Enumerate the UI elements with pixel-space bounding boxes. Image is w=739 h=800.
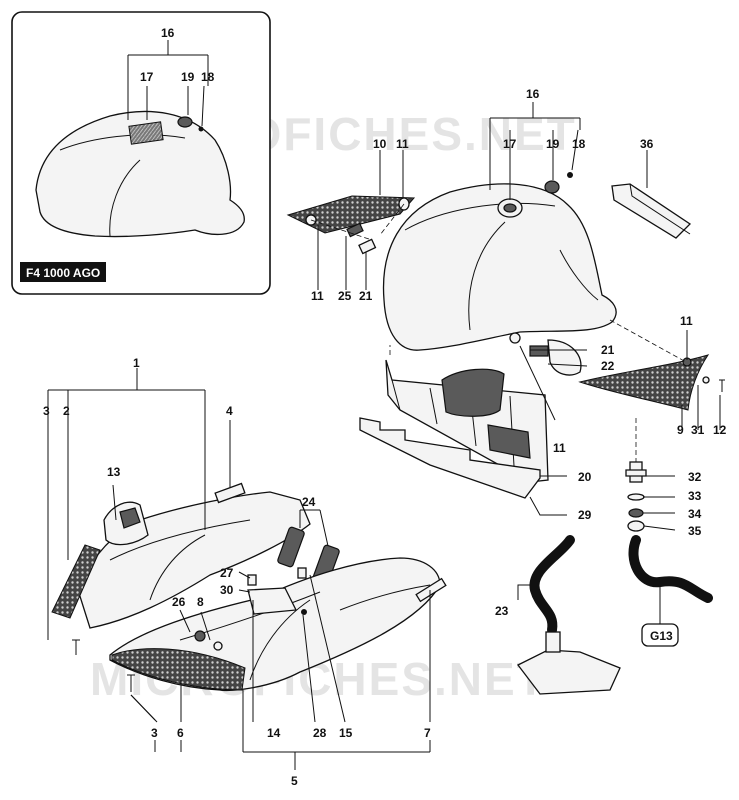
callout-6: 6 bbox=[177, 726, 184, 740]
inset-label: F4 1000 AGO bbox=[26, 266, 100, 280]
part-20-strip bbox=[359, 417, 541, 499]
callout-8: 8 bbox=[197, 595, 204, 609]
callout-34: 34 bbox=[688, 507, 702, 521]
part-36-bracket bbox=[611, 183, 692, 239]
callout-19: 19 bbox=[546, 137, 560, 151]
callout-21-right: 21 bbox=[601, 343, 615, 357]
callout-18: 18 bbox=[572, 137, 586, 151]
callout-10: 10 bbox=[373, 137, 387, 151]
callout-21-left: 21 bbox=[359, 289, 373, 303]
callout-24: 24 bbox=[302, 495, 316, 509]
callout-28: 28 bbox=[313, 726, 327, 740]
fairing-left bbox=[77, 491, 311, 629]
callout-3-bottom: 3 bbox=[151, 726, 158, 740]
callout-12: 12 bbox=[713, 423, 727, 437]
callout-3-top: 3 bbox=[43, 404, 50, 418]
part-6-mesh bbox=[111, 648, 246, 691]
callout-16: 16 bbox=[526, 87, 540, 101]
callout-22: 22 bbox=[601, 359, 615, 373]
callout-23: 23 bbox=[495, 604, 509, 618]
callout-17: 17 bbox=[503, 137, 517, 151]
callout-26: 26 bbox=[172, 595, 186, 609]
part-g13-hose bbox=[628, 535, 713, 603]
callout-17-inset: 17 bbox=[140, 70, 154, 84]
callout-1: 1 bbox=[133, 356, 140, 370]
callout-25: 25 bbox=[338, 289, 352, 303]
callout-29: 29 bbox=[578, 508, 592, 522]
callout-7: 7 bbox=[424, 726, 431, 740]
part-9-side-mesh bbox=[578, 354, 710, 411]
callout-9: 9 bbox=[677, 423, 684, 437]
callout-14: 14 bbox=[267, 726, 281, 740]
callout-20: 20 bbox=[578, 470, 592, 484]
callout-36: 36 bbox=[640, 137, 654, 151]
callout-30: 30 bbox=[220, 583, 234, 597]
callout-15: 15 bbox=[339, 726, 353, 740]
callout-11-mid: 11 bbox=[553, 441, 566, 455]
callout-11-left: 11 bbox=[311, 289, 324, 303]
callout-33: 33 bbox=[688, 489, 702, 503]
callout-5: 5 bbox=[291, 774, 298, 788]
callout-4: 4 bbox=[226, 404, 233, 418]
callout-11-top: 11 bbox=[396, 137, 409, 151]
inset-panel: F4 1000 AGO bbox=[11, 11, 271, 295]
callout-18-inset: 18 bbox=[201, 70, 215, 84]
callout-13: 13 bbox=[107, 465, 121, 479]
group-tag-g13: G13 bbox=[650, 629, 673, 643]
callout-2: 2 bbox=[63, 404, 70, 418]
callout-35: 35 bbox=[688, 524, 702, 538]
callout-32: 32 bbox=[688, 470, 702, 484]
part-23-hose bbox=[529, 535, 575, 635]
part-2-mesh bbox=[51, 544, 101, 619]
callout-19-inset: 19 bbox=[181, 70, 195, 84]
part-10-filter-panel bbox=[286, 195, 416, 234]
callout-27: 27 bbox=[220, 566, 234, 580]
callout-16-inset: 16 bbox=[161, 26, 175, 40]
fuel-tank-assembly bbox=[382, 183, 617, 483]
callout-11-right: 11 bbox=[680, 314, 693, 328]
callout-31: 31 bbox=[691, 423, 705, 437]
